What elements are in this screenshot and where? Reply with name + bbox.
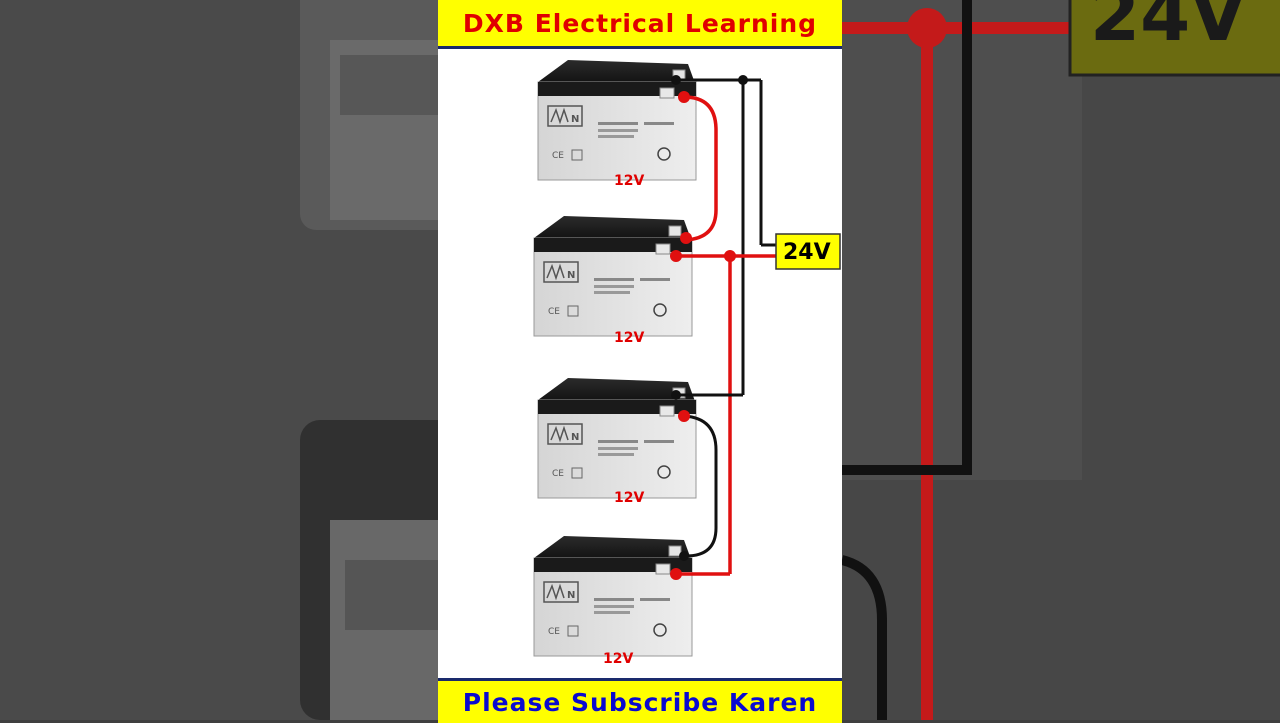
pos-wire-b1-to-b2 [683,95,718,242]
terminal-neg-b1 [671,75,681,85]
terminal-neg-b4 [679,551,689,561]
background-left-batteries [300,0,438,720]
terminal-neg-b2 [680,232,692,244]
battery-3-voltage-label: 12V [614,490,644,506]
terminal-pos-b1 [678,91,690,103]
terminal-pos-b4 [670,568,682,580]
neg-junction [738,75,748,85]
background-right-panel: 24V [842,0,1280,720]
page-title: DXB Electrical Learning [462,8,818,38]
battery-4-voltage-label: 12V [603,651,633,667]
background-right-wires: 24V [842,0,1280,720]
output-voltage-label: 24V [783,240,831,265]
background-left-panel [0,0,438,720]
subscribe-banner: Please Subscribe Karen [438,678,842,723]
battery-2 [533,215,693,337]
battery-1-voltage-label: 12V [614,173,644,189]
title-banner: DXB Electrical Learning [438,0,842,49]
output-voltage-box [775,233,841,270]
background-output-label: 24V [1090,0,1246,57]
terminal-pos-b2 [670,250,682,262]
pos-junction [724,250,736,262]
battery-4 [533,535,693,657]
terminal-pos-b3 [678,410,690,422]
battery-2-voltage-label: 12V [614,330,644,346]
subscribe-text: Please Subscribe Karen [462,687,818,717]
series-wire-b3-to-b4 [683,414,718,558]
battery-wiring-diagram: N CE [533,59,841,667]
terminal-neg-b3 [671,390,681,400]
diagram-panel: N CE [438,0,842,723]
